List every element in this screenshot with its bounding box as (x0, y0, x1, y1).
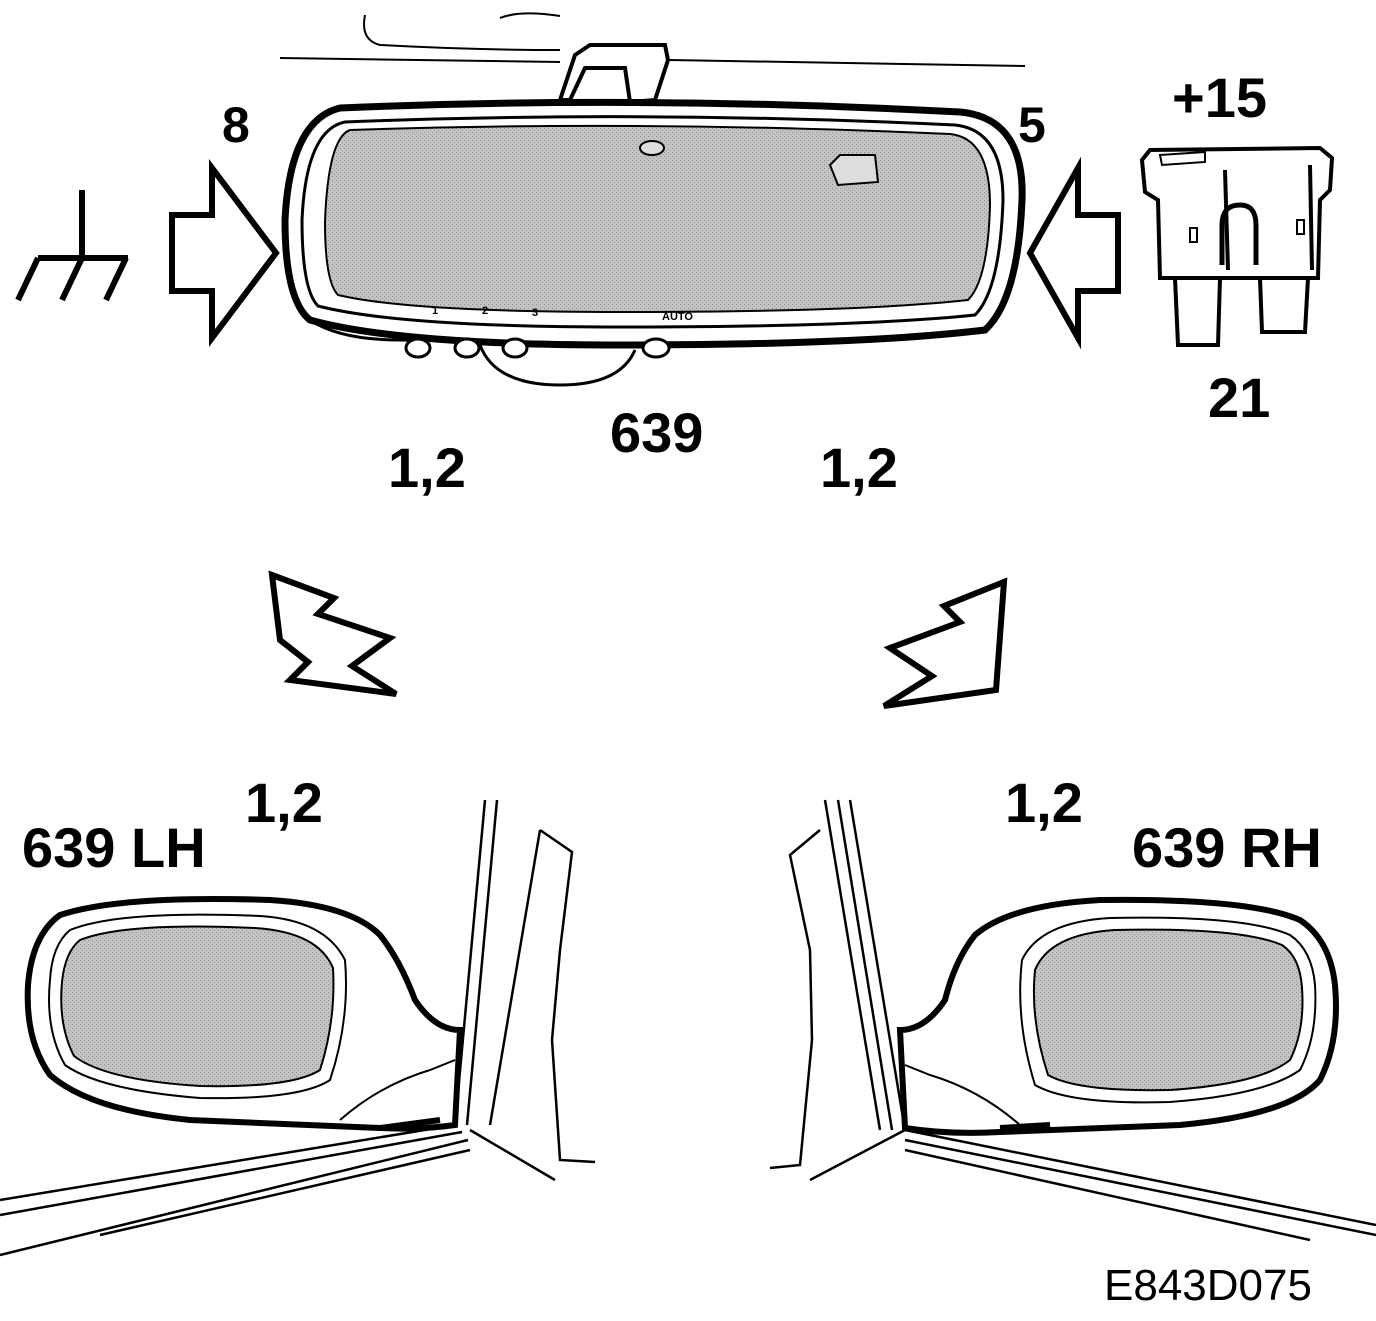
button-2-label: 2 (482, 305, 489, 317)
button-2 (453, 337, 481, 359)
supply-pin-label: 5 (1018, 97, 1046, 153)
button-auto-label: AUTO (662, 311, 693, 323)
component-label: 639 (610, 401, 704, 464)
arrow-down-left-icon (268, 570, 398, 697)
mirror-left-pins-label: 1,2 (245, 771, 323, 834)
door-mirror-right-glass (1032, 928, 1304, 1092)
mirror-right-label: 639 RH (1132, 816, 1322, 879)
interior-mirror-glass (323, 124, 992, 314)
arrow-right-icon (169, 159, 280, 347)
door-frame-right (769, 799, 1376, 1242)
ground-pin-label: 8 (222, 97, 250, 153)
headliner-lines (279, 12, 1026, 67)
light-sensor-front (639, 140, 665, 156)
mirror-mount (557, 43, 671, 105)
arrow-left-icon (1026, 156, 1121, 350)
button-1-label: 1 (432, 305, 439, 317)
fuse-number-label: 21 (1208, 366, 1271, 429)
arrow-down-right-icon (882, 577, 1008, 709)
button-1 (404, 337, 432, 359)
ground-symbol-icon (15, 190, 129, 302)
button-auto (641, 337, 671, 359)
pins-left-label: 1,2 (388, 436, 466, 499)
light-sensor-rear (828, 154, 880, 187)
door-frame-left (0, 799, 596, 1257)
supply-voltage-label: +15 (1172, 66, 1267, 129)
door-mirror-left-glass (60, 925, 335, 1088)
pins-right-label: 1,2 (820, 436, 898, 499)
figure-code: E843D075 (1104, 1261, 1312, 1310)
mirror-right-pins-label: 1,2 (1005, 771, 1083, 834)
mirror-cable (478, 344, 637, 387)
mirror-left-label: 639 LH (22, 816, 206, 879)
door-mirror-left (24, 896, 464, 1132)
button-3-label: 3 (532, 307, 539, 319)
fuse-icon (1139, 145, 1335, 347)
interior-mirror (281, 98, 1026, 387)
control-buttons (404, 337, 671, 359)
button-3 (501, 337, 529, 359)
door-mirror-right (896, 896, 1339, 1136)
mirror-underside (309, 318, 986, 347)
